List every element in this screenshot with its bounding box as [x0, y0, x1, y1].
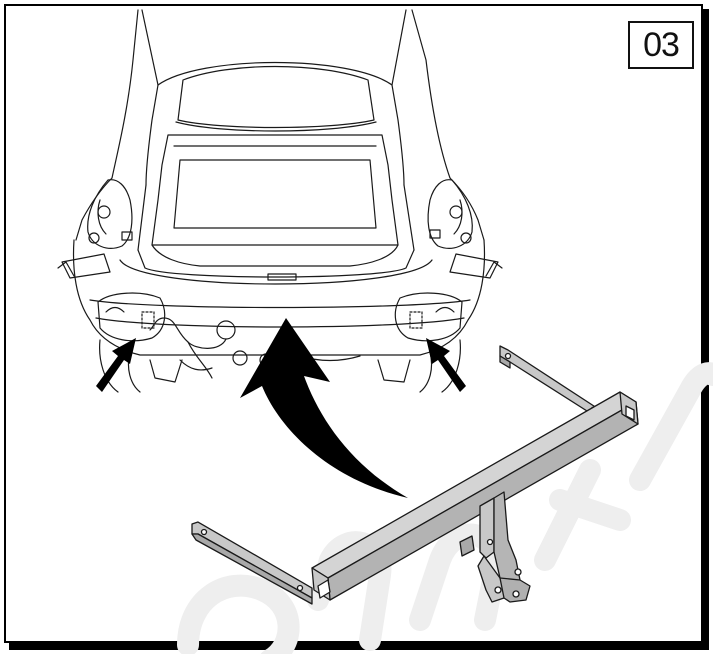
arrow-up-right-icon	[96, 338, 136, 392]
frame	[4, 4, 709, 650]
tow-bar-assembly	[191, 345, 639, 605]
crossbeam	[311, 391, 639, 601]
step-number-box: 03	[628, 21, 694, 69]
left-mounting-bracket	[191, 521, 313, 605]
curved-arrow-icon	[240, 318, 408, 498]
step-number: 03	[643, 26, 680, 64]
right-mounting-bracket	[499, 345, 601, 419]
arrow-up-right-icon	[426, 338, 466, 392]
tow-hitch-plate	[459, 491, 531, 603]
car-rear-view	[57, 9, 503, 393]
